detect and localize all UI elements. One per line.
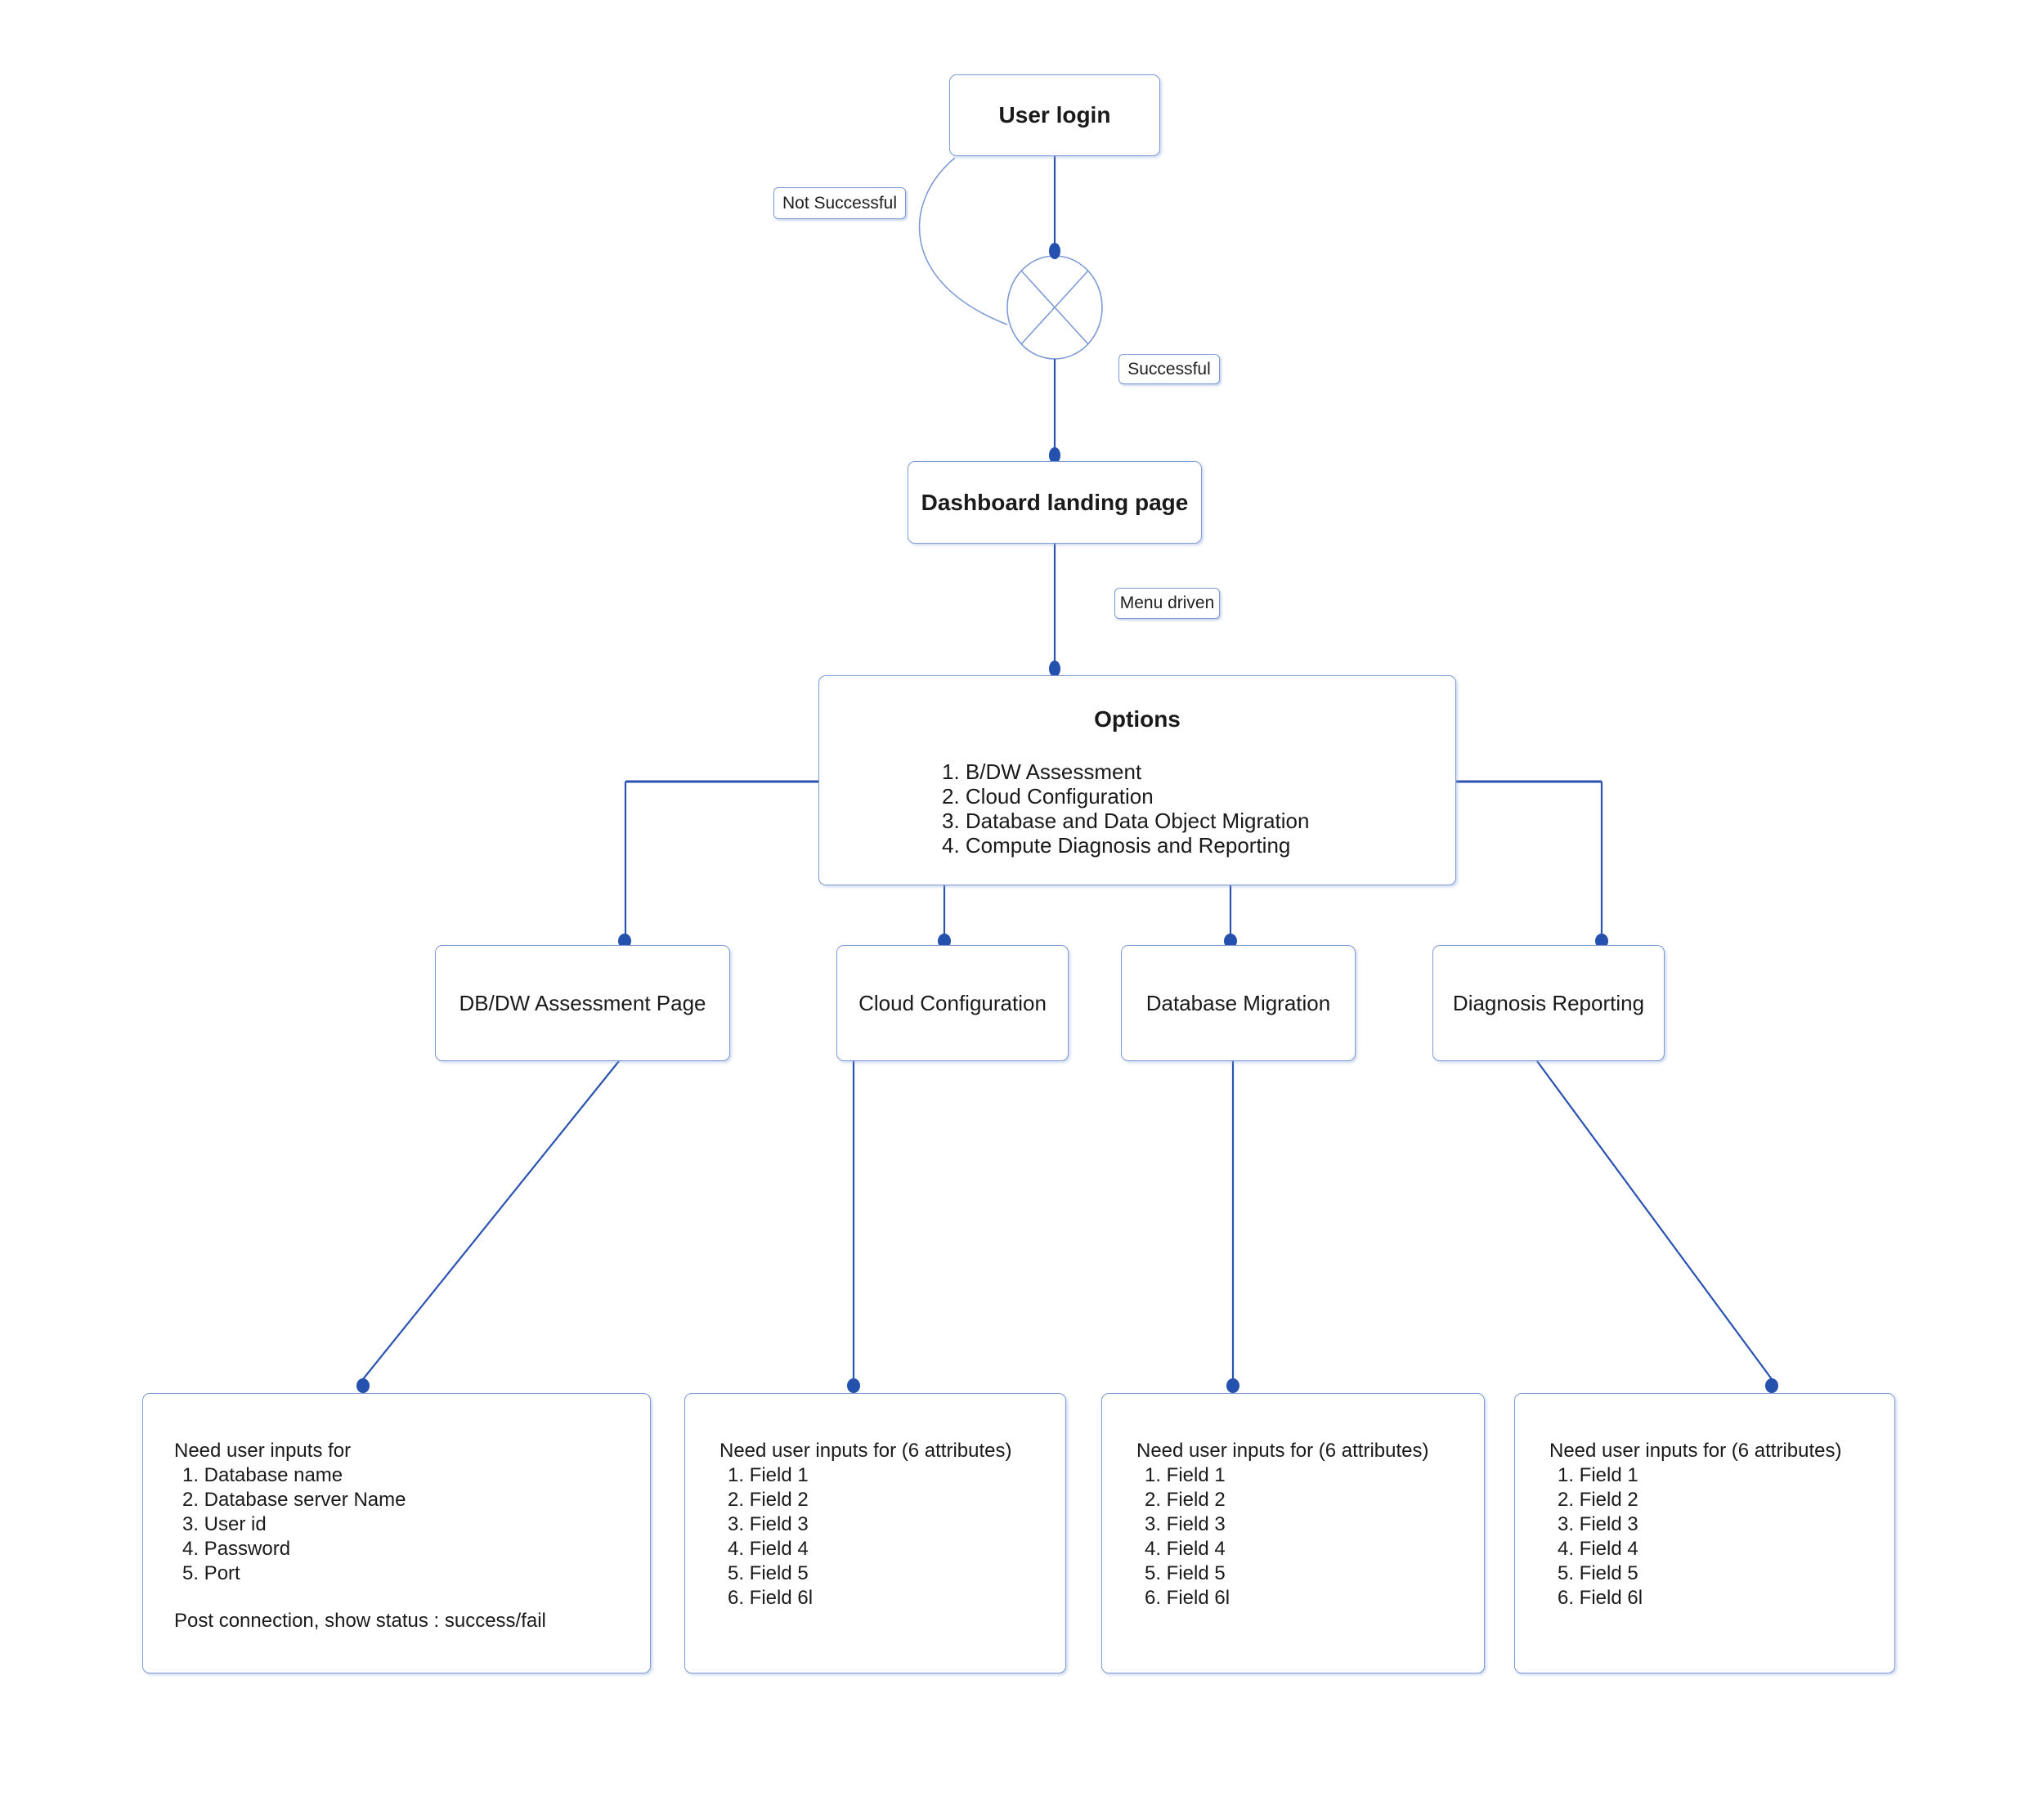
node-database-migration-label: Database Migration [1145,990,1331,1015]
assessment-inputs-content: Need user inputs for 1. Database name 2.… [143,1394,650,1633]
node-migration-inputs[interactable]: Need user inputs for (6 attributes) 1. F… [1101,1393,1485,1673]
node-dashboard-landing-page[interactable]: Dashboard landing page [908,461,1202,544]
inputs-item: 3. User id [182,1513,267,1535]
inputs-item: 2. Field 2 [728,1489,809,1511]
node-cloud-configuration[interactable]: Cloud Configuration [836,945,1069,1061]
inputs-title: Need user inputs for (6 attributes) [1549,1440,1842,1462]
inputs-item: 6. Field 6l [728,1587,814,1609]
node-reporting-inputs[interactable]: Need user inputs for (6 attributes) 1. F… [1514,1393,1895,1673]
node-diagnosis-reporting[interactable]: Diagnosis Reporting [1432,945,1665,1061]
edge-label-not-successful-text: Not Successful [782,193,898,213]
node-dashboard-label: Dashboard landing page [921,489,1189,515]
endpoint-dot [1049,243,1060,259]
node-cloud-inputs[interactable]: Need user inputs for (6 attributes) 1. F… [684,1393,1066,1673]
inputs-item: 2. Field 2 [1145,1489,1226,1511]
endpoint-dot [1226,1378,1239,1393]
node-dbdw-assessment-label: DB/DW Assessment Page [459,990,706,1015]
inputs-item: 3. Field 3 [1558,1513,1638,1535]
options-item: 3. Database and Data Object Migration [942,809,1310,833]
options-item: 1. B/DW Assessment [942,759,1142,784]
inputs-item: 5. Field 5 [728,1562,809,1584]
edge-label-menu-driven-text: Menu driven [1119,594,1215,612]
edge-retry-curve [918,157,1008,325]
inputs-title: Need user inputs for (6 attributes) [719,1440,1012,1462]
inputs-title: Need user inputs for (6 attributes) [1136,1440,1429,1462]
endpoint-dot [618,934,631,948]
inputs-item: 4. Field 4 [1145,1538,1226,1560]
node-options[interactable]: Options 1. B/DW Assessment 2. Cloud Conf… [818,675,1456,885]
inputs-item: 5. Field 5 [1145,1562,1226,1584]
inputs-item: 6. Field 6l [1145,1587,1230,1609]
options-item: 2. Cloud Configuration [942,784,1154,809]
endpoint-dot [847,1378,860,1393]
inputs-item: 4. Field 4 [1558,1538,1638,1560]
endpoint-dot [1049,661,1060,677]
edge-reporting-to-inputs [1536,1060,1773,1380]
node-assessment-inputs[interactable]: Need user inputs for 1. Database name 2.… [142,1393,651,1673]
edge-assessment-to-inputs [362,1060,620,1380]
node-diagnosis-reporting-label: Diagnosis Reporting [1452,990,1645,1015]
inputs-item: 5. Port [182,1562,240,1584]
endpoint-dot [1765,1378,1778,1393]
reporting-inputs-content: Need user inputs for (6 attributes) 1. F… [1515,1394,1894,1611]
inputs-title: Need user inputs for [174,1440,352,1462]
edge-label-menu-driven[interactable]: Menu driven [1114,588,1220,619]
endpoint-dot [938,934,951,948]
node-user-login[interactable]: User login [949,74,1160,156]
options-item: 4. Compute Diagnosis and Reporting [942,833,1291,858]
inputs-item: 3. Field 3 [1145,1513,1226,1535]
summing-junction-icon [1006,255,1103,360]
migration-inputs-content: Need user inputs for (6 attributes) 1. F… [1102,1394,1484,1611]
options-list: 1. B/DW Assessment 2. Cloud Configuratio… [942,759,1309,858]
inputs-item: 4. Field 4 [728,1538,809,1560]
cloud-inputs-content: Need user inputs for (6 attributes) 1. F… [685,1394,1065,1611]
endpoint-dot [1049,447,1060,464]
inputs-item: 1. Field 1 [1145,1464,1226,1486]
inputs-item: 6. Field 6l [1558,1587,1643,1609]
inputs-item: 1. Database name [182,1464,343,1486]
node-dbdw-assessment-page[interactable]: DB/DW Assessment Page [435,945,730,1061]
node-database-migration[interactable]: Database Migration [1121,945,1356,1061]
endpoint-dot [1224,934,1237,948]
inputs-item: 4. Password [182,1538,291,1560]
endpoint-dot [1595,934,1608,948]
inputs-note: Post connection, show status : success/f… [174,1610,546,1632]
inputs-item: 2. Database server Name [182,1489,406,1511]
edge-label-not-successful[interactable]: Not Successful [773,187,906,219]
inputs-item: 2. Field 2 [1558,1489,1638,1511]
edge-label-successful[interactable]: Successful [1118,354,1220,384]
inputs-item: 5. Field 5 [1558,1562,1638,1584]
edge-label-successful-text: Successful [1127,359,1211,379]
inputs-item: 1. Field 1 [728,1464,809,1486]
inputs-item: 1. Field 1 [1558,1464,1638,1486]
node-cloud-configuration-label: Cloud Configuration [858,990,1047,1015]
node-user-login-label: User login [998,102,1111,128]
endpoint-dot [356,1378,370,1393]
inputs-item: 3. Field 3 [728,1513,809,1535]
options-title: Options [1094,706,1181,732]
